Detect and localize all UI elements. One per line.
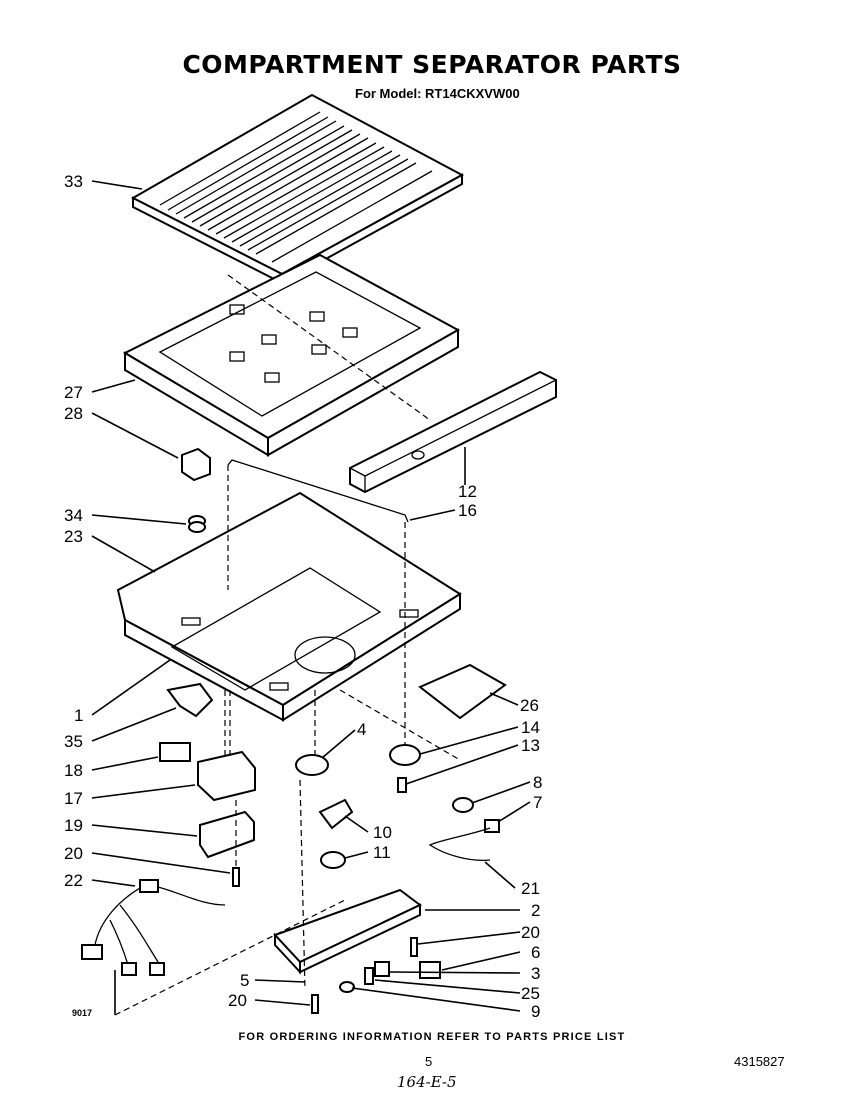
part-27-frame (122, 253, 461, 457)
part-10-bracket (318, 798, 354, 830)
callout-9: 9 (531, 1002, 540, 1021)
callout-34: 34 (64, 506, 83, 525)
model-line: For Model: RT14CKXVW00 (355, 86, 520, 101)
callout-10: 10 (373, 823, 392, 842)
callout-5: 5 (240, 971, 249, 990)
part-14-damper (389, 744, 421, 766)
callout-33: 33 (64, 172, 83, 191)
part-12-channel (349, 370, 557, 494)
callout-4: 4 (357, 720, 366, 739)
part-20-screw (410, 937, 418, 957)
part-20-screw (232, 867, 240, 887)
callout-28: 28 (64, 404, 83, 423)
callout-3: 3 (531, 964, 540, 983)
callout-2: 2 (531, 901, 540, 920)
document-part-number: 4315827 (734, 1054, 785, 1069)
callout-26: 26 (520, 696, 539, 715)
callout-19: 19 (64, 816, 83, 835)
part-28-block (181, 447, 211, 482)
callout-35: 35 (64, 732, 83, 751)
part-11-dial (320, 851, 346, 869)
callout-13: 13 (521, 736, 540, 755)
callout-20: 20 (228, 991, 247, 1010)
callout-27: 27 (64, 383, 83, 402)
callout-16: 16 (458, 501, 477, 520)
callout-25: 25 (521, 984, 540, 1003)
part-22-wire-harness (81, 879, 226, 976)
callout-6: 6 (531, 943, 540, 962)
part-25-clip (364, 967, 374, 985)
part-6-switch (419, 961, 441, 979)
callout-7: 7 (533, 793, 542, 812)
callout-12: 12 (458, 482, 477, 501)
part-26-insulation (418, 663, 507, 720)
part-3-clip (374, 961, 390, 977)
handwritten-note: 164-E-5 (397, 1073, 457, 1091)
diagram-title: COMPARTMENT SEPARATOR PARTS (182, 50, 682, 79)
figure-code: 9017 (72, 1008, 93, 1018)
callout-1: 1 (74, 706, 83, 725)
part-2-control-housing (273, 888, 422, 975)
part-35-bracket (166, 682, 214, 718)
part-13-pin (397, 777, 407, 793)
page-number: 5 (425, 1054, 433, 1069)
callout-20: 20 (521, 923, 540, 942)
part-7-socket (484, 819, 500, 833)
part-16-rod (227, 459, 409, 523)
part-20-screw (311, 994, 319, 1014)
part-18-gasket (159, 742, 191, 762)
part-9-grommet (339, 981, 355, 993)
callout-23: 23 (64, 527, 83, 546)
part-21-wire (428, 827, 491, 861)
part-4-knob (295, 754, 329, 776)
ordering-note: FOR ORDERING INFORMATION REFER TO PARTS … (238, 1031, 626, 1043)
part-34-nut (188, 515, 206, 533)
callout-21: 21 (521, 879, 540, 898)
part-33-shelf-grille (130, 93, 465, 285)
part-17-housing (197, 750, 256, 802)
callout-17: 17 (64, 789, 83, 808)
leader-lines (91, 180, 531, 1015)
part-23-separator (116, 491, 462, 722)
callout-labels: 33 27 28 12 16 34 23 1 26 35 4 14 13 18 … (64, 172, 542, 1021)
callout-14: 14 (521, 718, 540, 737)
callout-22: 22 (64, 871, 83, 890)
callout-11: 11 (373, 843, 391, 862)
part-8-bulb (452, 797, 474, 813)
callout-18: 18 (64, 761, 83, 780)
callout-20: 20 (64, 844, 83, 863)
part-19-bracket (199, 810, 255, 859)
callout-8: 8 (533, 773, 542, 792)
